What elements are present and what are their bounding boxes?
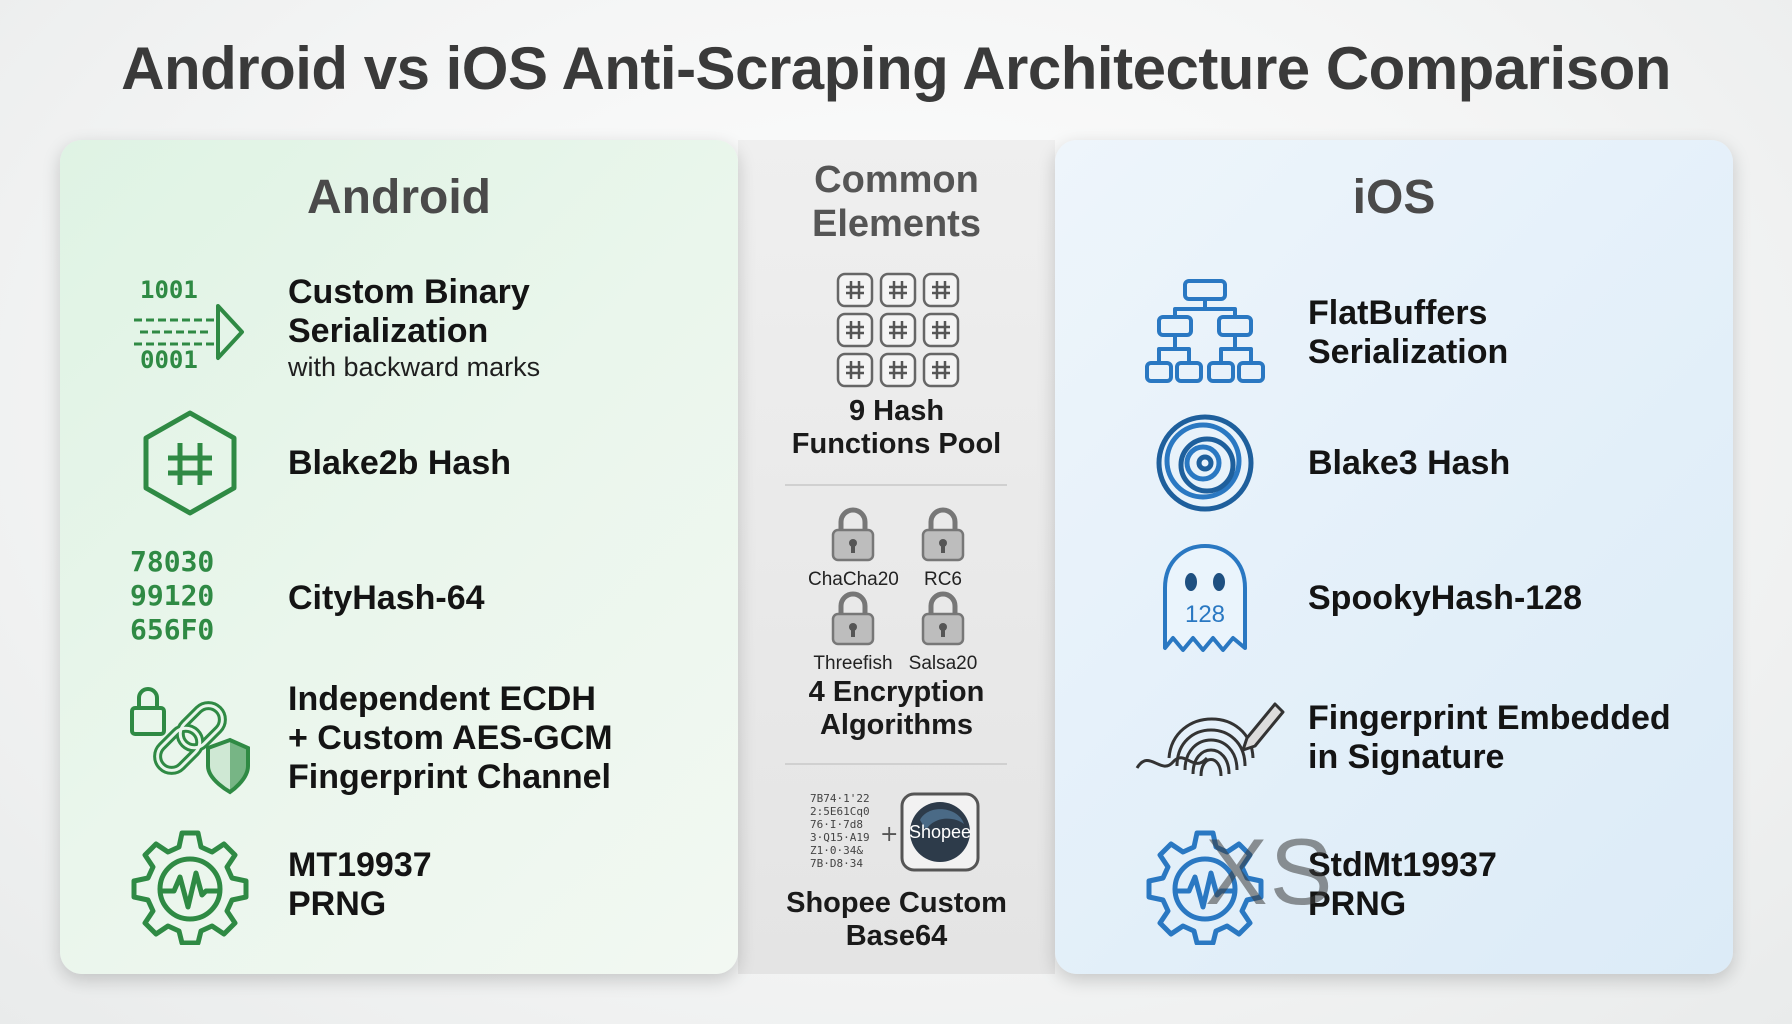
lock-threefish: Threefish — [808, 590, 898, 675]
digit-row-2: 99120 — [130, 579, 214, 612]
gear-pulse-icon — [1145, 825, 1265, 946]
fingerprint-signature-icon — [1135, 678, 1285, 798]
hash-grid-icon — [836, 272, 960, 388]
ios-item-stdmt19937: StdMt19937 PRNG — [1055, 825, 1733, 946]
lock-label: ChaCha20 — [808, 569, 899, 590]
item-main: FlatBuffers Serialization — [1308, 294, 1509, 371]
android-item-ecdh: Independent ECDH + Custom AES-GCM Finger… — [60, 678, 738, 798]
svg-text:2:5E61Cq0: 2:5E61Cq0 — [810, 805, 870, 818]
svg-text:7B·D8·34: 7B·D8·34 — [810, 857, 863, 870]
digit-row-1: 78030 — [130, 545, 214, 578]
ios-item-fingerprint: Fingerprint Embedded in Signature — [1055, 678, 1733, 798]
gear-pulse-icon — [130, 825, 250, 946]
android-heading: Android — [307, 171, 491, 224]
ios-item-flatbuffers: FlatBuffers Serialization — [1055, 273, 1733, 393]
item-main: StdMt19937 PRNG — [1308, 846, 1497, 923]
item-main: Fingerprint Embedded in Signature — [1308, 699, 1671, 776]
divider — [785, 763, 1007, 765]
ghost-glyph: 128 — [1185, 601, 1225, 628]
watermark: XS — [1205, 819, 1335, 924]
spiral-icon — [1145, 403, 1265, 523]
lock-salsa20: Salsa20 — [898, 590, 988, 675]
common-heading: Common Elements — [812, 159, 981, 245]
binary-arrow-icon: 1001 0001 — [130, 268, 250, 388]
svg-text:7B74·1'22: 7B74·1'22 — [810, 792, 870, 805]
item-main: CityHash-64 — [288, 578, 485, 617]
hash-pool-label: 9 Hash Functions Pool — [791, 395, 1002, 460]
item-main: Blake2b Hash — [288, 443, 511, 482]
binary-glyph-top: 1001 — [140, 276, 198, 304]
binary-glyph-bottom: 0001 — [140, 346, 198, 374]
svg-text:+: + — [880, 822, 898, 847]
lock-chacha20: ChaCha20 — [808, 506, 899, 591]
base64-label: Shopee Custom Base64 — [786, 887, 1007, 952]
tree-structure-icon — [1145, 273, 1265, 393]
ios-item-text: StdMt19937 PRNG — [1308, 825, 1497, 945]
lock-label: Salsa20 — [908, 653, 978, 674]
svg-text:76·I·7d8: 76·I·7d8 — [810, 818, 863, 831]
ios-item-spookyhash: 128 SpookyHash-128 — [1055, 538, 1733, 658]
encryption-label: 4 Encryption Algorithms — [808, 676, 985, 741]
svg-text:Z1·0·34&: Z1·0·34& — [810, 844, 863, 857]
android-item-text: Independent ECDH + Custom AES-GCM Finger… — [288, 678, 613, 798]
android-item-cityhash: 78030 99120 656F0 CityHash-64 — [60, 538, 738, 658]
padlock-icon — [831, 507, 875, 562]
svg-text:3·Q15·A19: 3·Q15·A19 — [810, 831, 870, 844]
padlock-icon — [921, 507, 965, 562]
digit-grid-icon: 78030 99120 656F0 — [130, 538, 250, 658]
page-title: Android vs iOS Anti-Scraping Architectur… — [121, 35, 1671, 102]
lock-chain-shield-icon — [130, 678, 250, 798]
ios-item-text: FlatBuffers Serialization — [1308, 273, 1508, 393]
lock-rc6: RC6 — [898, 506, 988, 591]
item-sub: with backward marks — [288, 352, 541, 382]
hexagon-hash-icon — [130, 403, 250, 523]
ios-item-text: Blake3 Hash — [1308, 403, 1510, 523]
item-main: Blake3 Hash — [1308, 443, 1511, 482]
lock-label: Threefish — [813, 653, 893, 674]
item-main: Custom Binary Serialization — [288, 273, 530, 350]
padlock-icon — [831, 591, 875, 646]
android-item-text: Blake2b Hash — [288, 403, 511, 523]
ios-item-text: SpookyHash-128 — [1308, 538, 1582, 658]
ghost-icon: 128 — [1145, 538, 1265, 658]
base64-icon: 7B74·1'22 2:5E61Cq0 76·I·7d8 3·Q15·A19 Z… — [808, 790, 982, 876]
ios-item-text: Fingerprint Embedded in Signature — [1308, 678, 1671, 798]
android-item-text: CityHash-64 — [288, 538, 485, 658]
digit-row-3: 656F0 — [130, 613, 214, 646]
ios-heading: iOS — [1352, 171, 1436, 224]
shopee-logo-text: Shopee — [909, 822, 971, 842]
android-item-serialization: 1001 0001 Custom Binary Serialization wi… — [60, 268, 738, 388]
item-main: MT19937 PRNG — [288, 846, 432, 923]
ios-item-blake3: Blake3 Hash — [1055, 403, 1733, 523]
android-item-text: MT19937 PRNG — [288, 825, 432, 945]
android-item-text: Custom Binary Serialization with backwar… — [288, 268, 540, 388]
android-item-blake2b: Blake2b Hash — [60, 403, 738, 523]
item-main: Independent ECDH + Custom AES-GCM Finger… — [288, 679, 613, 796]
android-panel: Android 1001 0001 Custom Binary Serializ… — [60, 140, 738, 974]
lock-label: RC6 — [923, 569, 962, 590]
android-item-mt19937: MT19937 PRNG — [60, 825, 738, 946]
ios-panel: iOS FlatBuffers Serialization — [1055, 140, 1733, 974]
item-main: SpookyHash-128 — [1308, 578, 1582, 617]
padlock-icon — [921, 591, 965, 646]
divider — [785, 484, 1007, 486]
